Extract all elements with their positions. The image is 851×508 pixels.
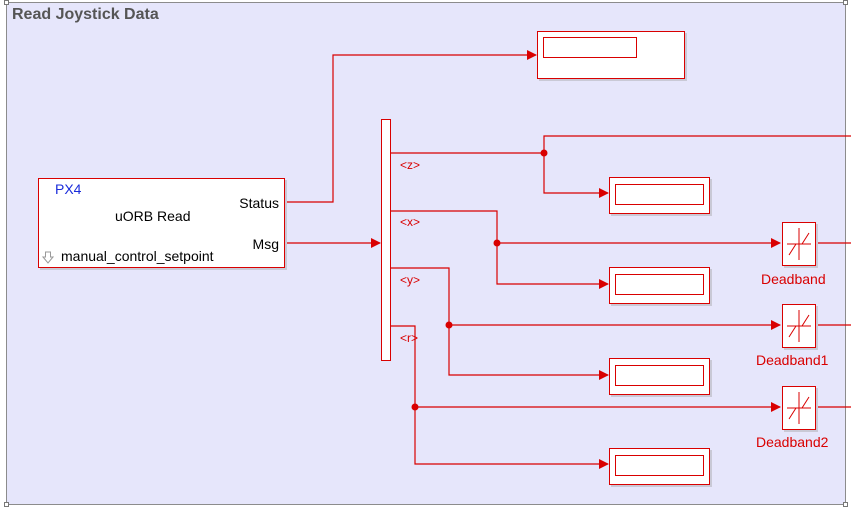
line-y-out [391,267,781,330]
branch-point-r [411,403,419,411]
deadband2-block[interactable] [782,386,816,430]
line-x-display [496,243,609,289]
resize-handle-top-right[interactable] [843,0,848,5]
bus-selector-block[interactable] [381,119,391,361]
deadband2-label: Deadband2 [756,434,829,450]
deadband-curve-icon [787,392,811,424]
z-display-block[interactable] [609,177,710,214]
z-display-value [615,184,704,205]
uorb-read-label: uORB Read [115,208,191,224]
uorb-read-block[interactable]: PX4 uORB Read Status Msg manual_control_… [38,178,285,268]
status-display-value [543,37,637,58]
deadband1-label: Deadband1 [756,352,829,368]
x-display-block[interactable] [609,267,710,304]
px4-brand-label: PX4 [55,181,82,197]
deadband-block[interactable] [782,222,816,266]
bus-signal-y-label: <y> [400,273,421,287]
line-status-to-display [285,50,537,203]
line-z-out [391,135,851,154]
branch-point-z [540,149,548,157]
subsystem-title: Read Joystick Data [12,6,159,23]
status-port-label: Status [239,195,279,211]
r-display-value [615,455,704,476]
status-display-block[interactable] [537,31,685,79]
branch-point-y [445,321,453,329]
x-display-value [615,274,704,295]
deadband-curve-icon [787,310,811,342]
r-display-block[interactable] [609,448,710,485]
resize-handle-bottom-left[interactable] [4,502,9,507]
resize-handle-top-left[interactable] [4,0,9,5]
line-r-out [391,325,781,412]
deadband-curve-icon [787,228,811,260]
bus-signal-x-label: <x> [400,215,421,229]
msg-port-label: Msg [252,236,279,252]
y-display-block[interactable] [609,358,710,395]
deadband-label: Deadband [761,271,826,287]
line-y-display [448,325,609,380]
download-arrow-icon [42,251,54,264]
deadband1-block[interactable] [782,304,816,348]
bus-signal-z-label: <z> [400,158,421,172]
topic-label: manual_control_setpoint [61,248,214,264]
bus-signal-r-label: <r> [400,331,419,345]
line-z-display [543,153,609,198]
resize-handle-bottom-right[interactable] [843,502,848,507]
y-display-value [615,365,704,386]
line-x-out [391,210,781,248]
branch-point-x [493,239,501,247]
line-r-display [414,407,609,469]
